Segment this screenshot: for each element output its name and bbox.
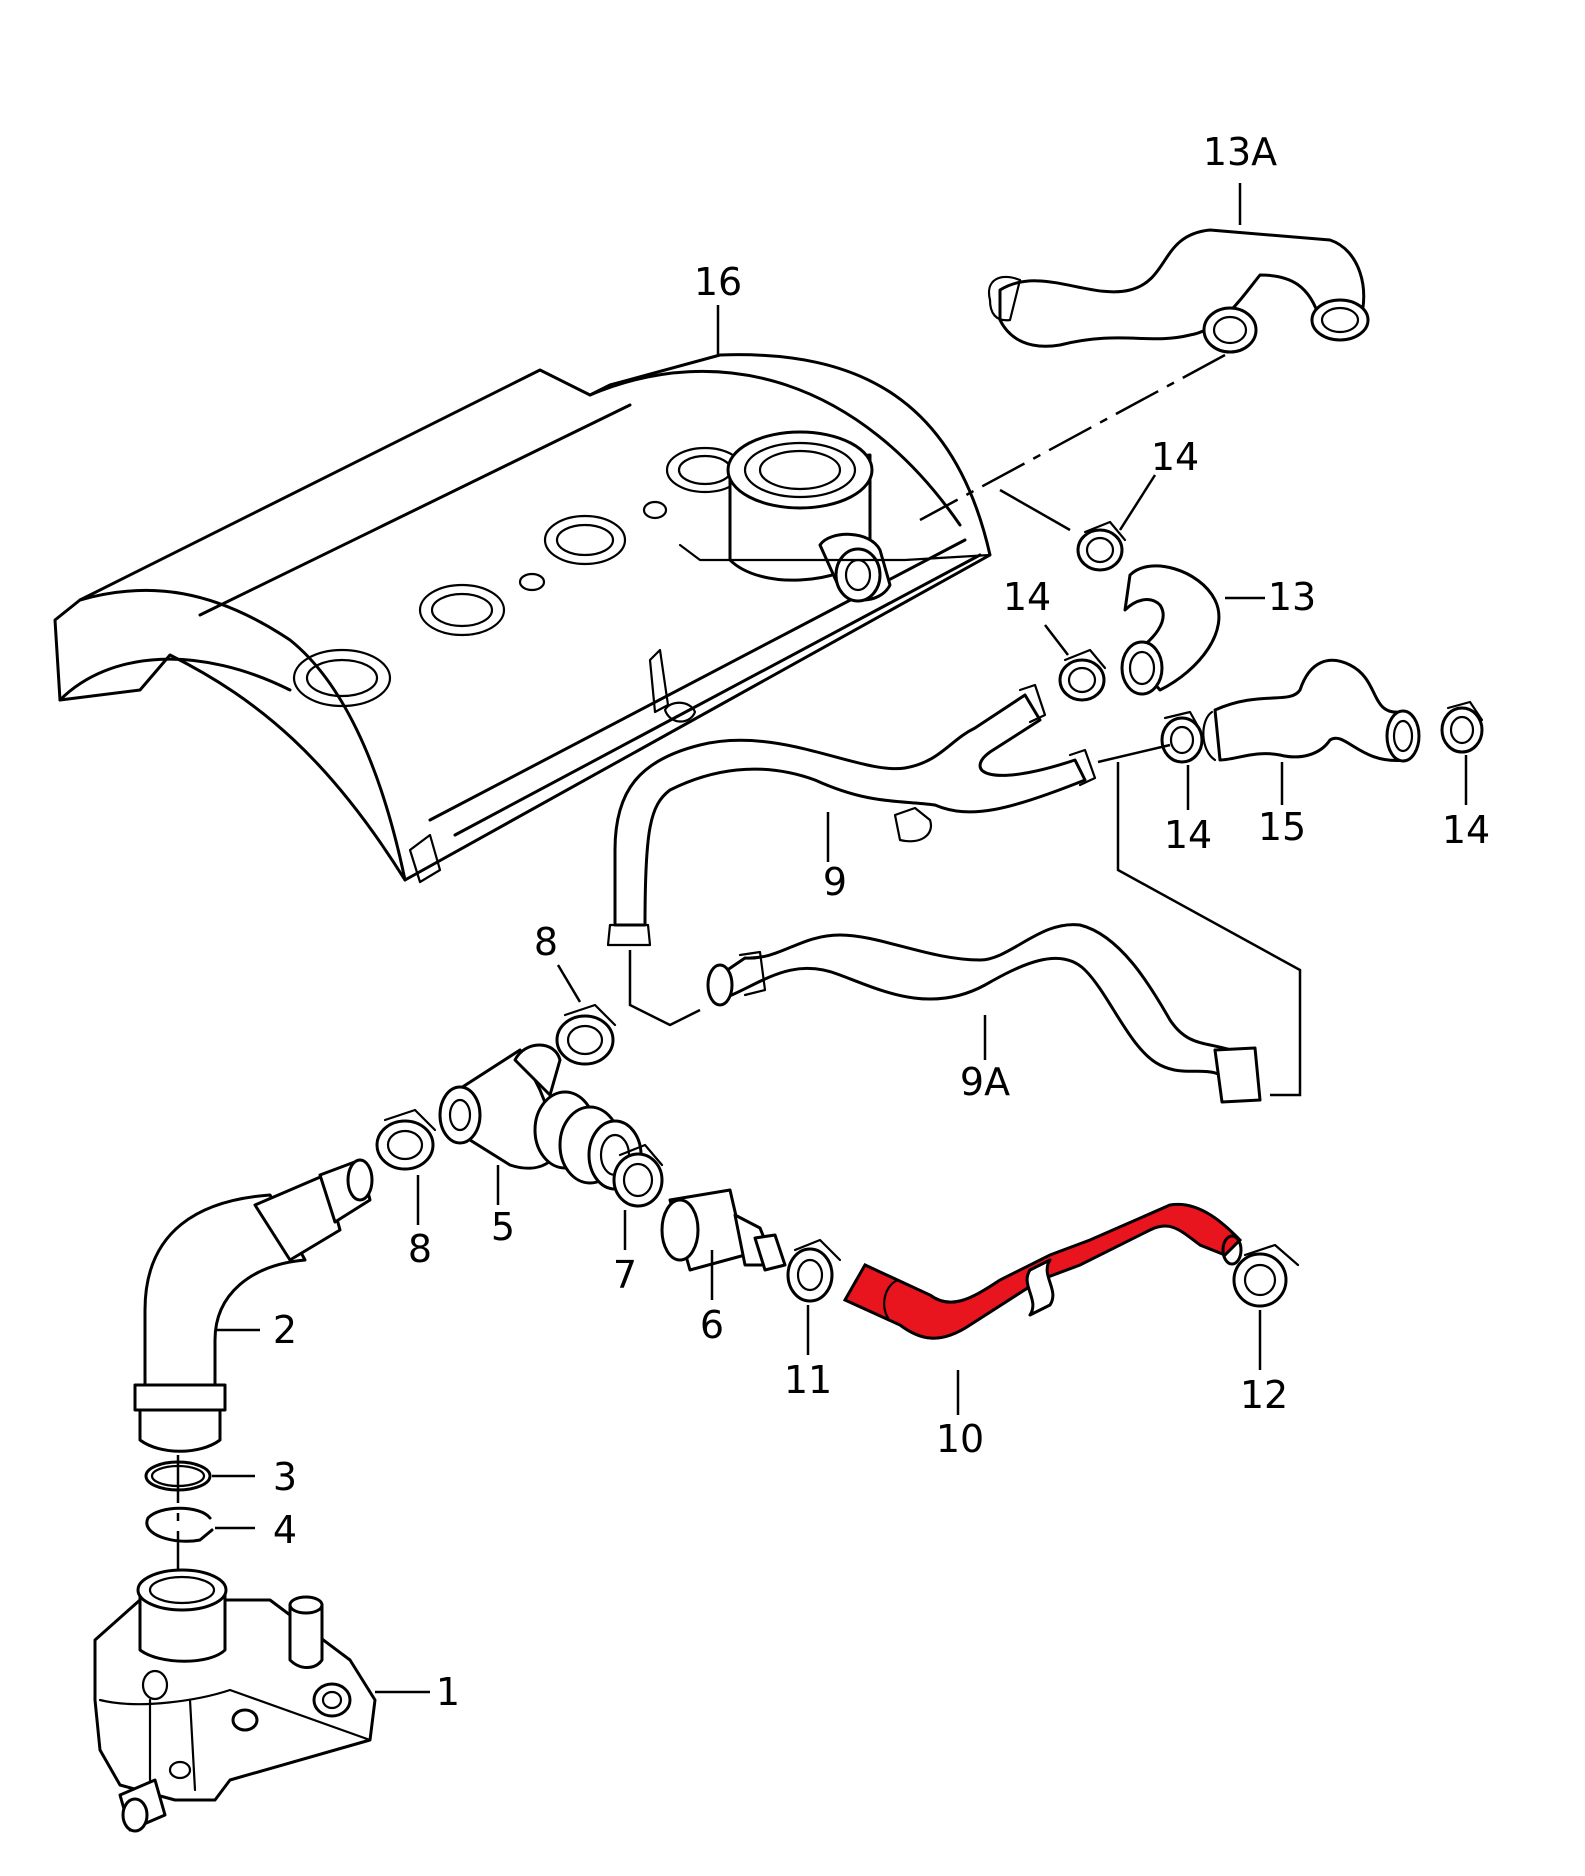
label-3: 3 xyxy=(273,1455,297,1499)
clamp-14-upper[interactable] xyxy=(1076,520,1127,572)
label-2: 2 xyxy=(273,1308,297,1352)
label-1: 1 xyxy=(436,1670,460,1714)
label-15: 15 xyxy=(1258,805,1306,849)
clamp-7[interactable] xyxy=(612,1143,664,1208)
label-14b: 14 xyxy=(1003,575,1051,619)
assembly-line-13 xyxy=(999,488,1071,532)
clamp-14-middle[interactable] xyxy=(1058,648,1107,702)
label-11: 11 xyxy=(784,1358,832,1402)
label-6: 6 xyxy=(700,1303,724,1347)
leader-8a xyxy=(556,964,582,1003)
pipe-9[interactable] xyxy=(606,683,1097,947)
connector-5[interactable] xyxy=(438,1043,643,1191)
assembly-line-13a xyxy=(919,353,1226,522)
label-14a: 14 xyxy=(1151,435,1199,479)
label-9: 9 xyxy=(823,860,847,904)
label-13: 13 xyxy=(1268,575,1316,619)
bracket-9-9a xyxy=(1116,762,1302,1097)
cylinder-head-cover[interactable] xyxy=(53,353,992,884)
label-10: 10 xyxy=(936,1417,984,1461)
hose-13[interactable] xyxy=(1120,564,1221,696)
leader-14b xyxy=(1044,624,1069,656)
clamp-8-upper[interactable] xyxy=(555,1003,617,1066)
clamp-11[interactable] xyxy=(786,1238,842,1303)
label-16: 16 xyxy=(694,260,742,304)
retaining-ring-4[interactable] xyxy=(145,1506,214,1543)
label-8a: 8 xyxy=(534,920,558,964)
elbow-pipe-2[interactable] xyxy=(133,1158,374,1453)
clamp-14-left-of-15[interactable] xyxy=(1160,710,1204,764)
assembly-line-9a xyxy=(628,950,701,1027)
hose-13a[interactable] xyxy=(987,228,1370,354)
hose-15[interactable] xyxy=(1202,658,1421,763)
label-12: 12 xyxy=(1240,1373,1288,1417)
oil-separator-1[interactable] xyxy=(93,1568,377,1833)
clamp-14-right-of-15[interactable] xyxy=(1440,700,1484,754)
leader-14a xyxy=(1118,474,1157,531)
label-13a: 13A xyxy=(1203,130,1277,174)
label-14c: 14 xyxy=(1164,813,1212,857)
label-5: 5 xyxy=(491,1205,515,1249)
label-4: 4 xyxy=(273,1508,297,1552)
label-7: 7 xyxy=(613,1253,637,1297)
pipe-9a[interactable] xyxy=(706,923,1262,1104)
clamp-12[interactable] xyxy=(1232,1243,1300,1308)
label-14d: 14 xyxy=(1442,808,1490,852)
label-9a: 9A xyxy=(960,1060,1010,1104)
hose-10[interactable] xyxy=(842,1202,1243,1340)
clamp-8-lower[interactable] xyxy=(375,1108,437,1171)
assembly-line-9 xyxy=(1097,743,1171,764)
label-8b: 8 xyxy=(408,1227,432,1271)
valve-6[interactable] xyxy=(660,1188,787,1272)
